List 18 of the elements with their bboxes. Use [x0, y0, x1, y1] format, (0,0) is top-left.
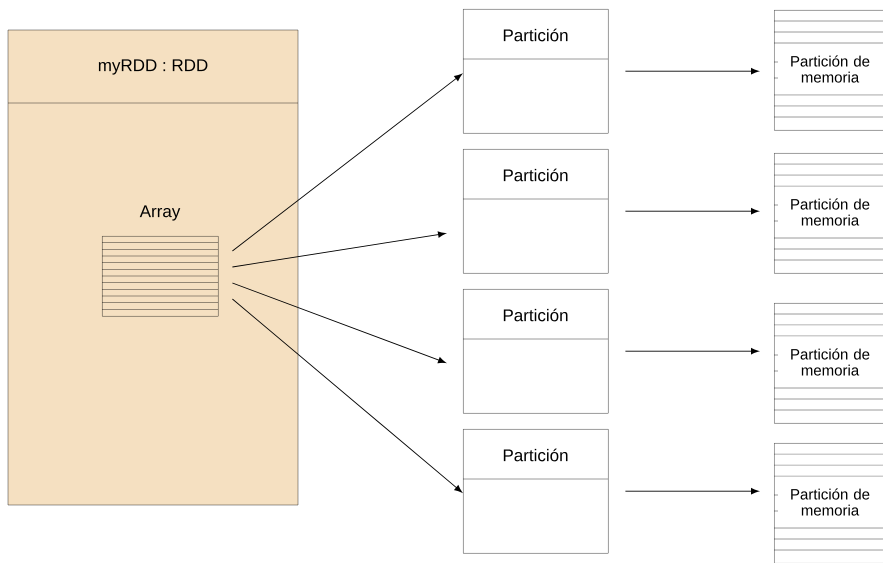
partition-box: Partición [462, 9, 608, 134]
partition-box: Partición [462, 429, 608, 554]
node-label: Array [140, 205, 180, 221]
arrow [624, 348, 759, 354]
arrow [232, 74, 462, 252]
memory-block: Partición de memoria [774, 303, 883, 424]
arrow [232, 282, 446, 364]
arrow [232, 231, 446, 268]
arrow [232, 298, 462, 492]
partition-box: Partición [462, 149, 608, 274]
memory-block: Partición de memoria [774, 443, 883, 563]
arrow [624, 488, 759, 494]
arrow [624, 208, 759, 214]
arrow [624, 68, 759, 74]
partition-box: Partición [462, 289, 608, 414]
memory-block: Partición de memoria [774, 10, 883, 130]
array-drawing: Array [102, 205, 218, 316]
memory-block: Partición de memoria [774, 153, 883, 274]
